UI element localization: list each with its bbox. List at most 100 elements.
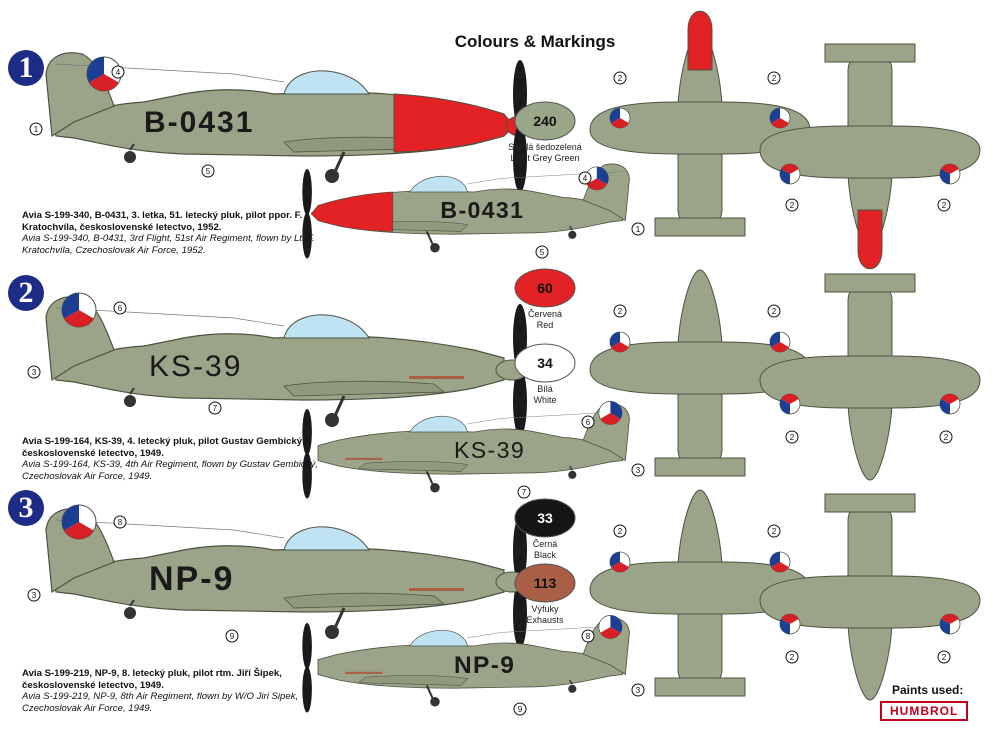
svg-text:2: 2	[790, 201, 795, 210]
callout-p1-a: 4	[111, 65, 125, 79]
swatch-33	[514, 498, 576, 538]
profile-3-small-code: NP-9	[454, 652, 515, 679]
profile-number-1: 1	[8, 50, 44, 86]
callouts: 4 1 5 4 1 5 6 3 7 6 3 7 8 3 9 8 3 9 2 2 …	[27, 65, 953, 716]
callout-wing-3a: 2	[613, 524, 627, 538]
callout-p2-c: 7	[208, 401, 222, 415]
callout-wing-1b: 2	[767, 71, 781, 85]
caption-3: Avia S-199-219, NP-9, 8. letecký pluk, p…	[22, 668, 299, 714]
svg-text:5: 5	[206, 167, 211, 176]
swatch-113	[514, 563, 576, 603]
svg-text:2: 2	[942, 653, 947, 662]
svg-text:8: 8	[118, 518, 123, 527]
swatch-240	[514, 101, 576, 141]
humbrol-logo: HUMBROL	[880, 701, 969, 721]
profile-2-main: KS-39	[44, 292, 529, 436]
callout-wing-1d: 2	[937, 198, 951, 212]
callout-wing-2b: 2	[767, 304, 781, 318]
svg-text:2: 2	[944, 433, 949, 442]
svg-text:1: 1	[636, 225, 641, 234]
svg-text:2: 2	[618, 307, 623, 316]
swatch-60	[514, 268, 576, 308]
callout-p2s-c: 7	[517, 485, 531, 499]
svg-text:33: 33	[537, 510, 553, 526]
plan-2-bottom	[759, 273, 981, 481]
svg-text:7: 7	[213, 404, 218, 413]
svg-text:60: 60	[537, 280, 553, 296]
profile-1-small-code: B-0431	[440, 197, 524, 223]
svg-text:2: 2	[942, 201, 947, 210]
callout-wing-3d: 2	[937, 650, 951, 664]
svg-text:1: 1	[34, 125, 39, 134]
plan-1-top	[589, 10, 811, 237]
callout-p1-c: 5	[201, 164, 215, 178]
callout-p1s-a: 4	[578, 171, 592, 185]
callout-p3s-c: 9	[513, 702, 527, 716]
svg-text:2: 2	[772, 74, 777, 83]
svg-text:8: 8	[586, 632, 591, 641]
callout-p1s-c: 5	[535, 245, 549, 259]
profile-3-small: NP-9	[302, 615, 631, 713]
callout-wing-2d: 2	[939, 430, 953, 444]
svg-text:6: 6	[118, 304, 123, 313]
callout-p2s-a: 6	[581, 415, 595, 429]
swatches: 240 60 34 33 113	[514, 101, 576, 603]
svg-text:5: 5	[540, 248, 545, 257]
paints-used-label: Paints used:	[892, 683, 964, 697]
profile-3-main: NP-9	[44, 504, 529, 648]
svg-text:3: 3	[636, 686, 641, 695]
profile-number-3: 3	[8, 490, 44, 526]
svg-text:7: 7	[522, 488, 527, 497]
svg-text:240: 240	[533, 113, 557, 129]
callout-p3s-b: 3	[631, 683, 645, 697]
plan-1-bottom	[759, 43, 981, 270]
svg-text:2: 2	[790, 653, 795, 662]
svg-text:3: 3	[32, 591, 37, 600]
profile-3-code: NP-9	[149, 560, 234, 598]
caption-2: Avia S-199-164, KS-39, 4. letecký pluk, …	[22, 436, 318, 482]
callout-p1s-b: 1	[631, 222, 645, 236]
callout-p2-b: 3	[27, 365, 41, 379]
svg-text:3: 3	[636, 466, 641, 475]
caption-1: Avia S-199-340, B-0431, 3. letka, 51. le…	[22, 210, 315, 256]
svg-text:6: 6	[586, 418, 591, 427]
svg-text:2: 2	[772, 527, 777, 536]
callout-p1-b: 1	[29, 122, 43, 136]
svg-text:2: 2	[790, 433, 795, 442]
plan-3-bottom	[759, 493, 981, 701]
svg-text:34: 34	[537, 355, 553, 371]
svg-text:4: 4	[583, 174, 588, 183]
swatch-34	[514, 343, 576, 383]
profile-2-small-code: KS-39	[454, 437, 525, 463]
callout-p3s-a: 8	[581, 629, 595, 643]
svg-text:2: 2	[618, 527, 623, 536]
profile-number-2: 2	[8, 275, 44, 311]
svg-text:2: 2	[772, 307, 777, 316]
profile-1-small: B-0431	[302, 162, 631, 259]
callout-p2s-b: 3	[631, 463, 645, 477]
callout-p3-b: 3	[27, 588, 41, 602]
callout-wing-2c: 2	[785, 430, 799, 444]
svg-text:4: 4	[116, 68, 121, 77]
callout-p2-a: 6	[113, 301, 127, 315]
callout-p3-c: 9	[225, 629, 239, 643]
profile-2-code: KS-39	[149, 350, 242, 383]
callout-wing-3b: 2	[767, 524, 781, 538]
svg-text:9: 9	[518, 705, 523, 714]
svg-text:3: 3	[32, 368, 37, 377]
callout-wing-3c: 2	[785, 650, 799, 664]
svg-text:2: 2	[618, 74, 623, 83]
svg-text:9: 9	[230, 632, 235, 641]
svg-text:113: 113	[534, 575, 557, 591]
page-title: Colours & Markings	[454, 32, 616, 51]
callout-p3-a: 8	[113, 515, 127, 529]
callout-wing-1a: 2	[613, 71, 627, 85]
callout-wing-2a: 2	[613, 304, 627, 318]
profile-1-code: B-0431	[144, 106, 254, 139]
